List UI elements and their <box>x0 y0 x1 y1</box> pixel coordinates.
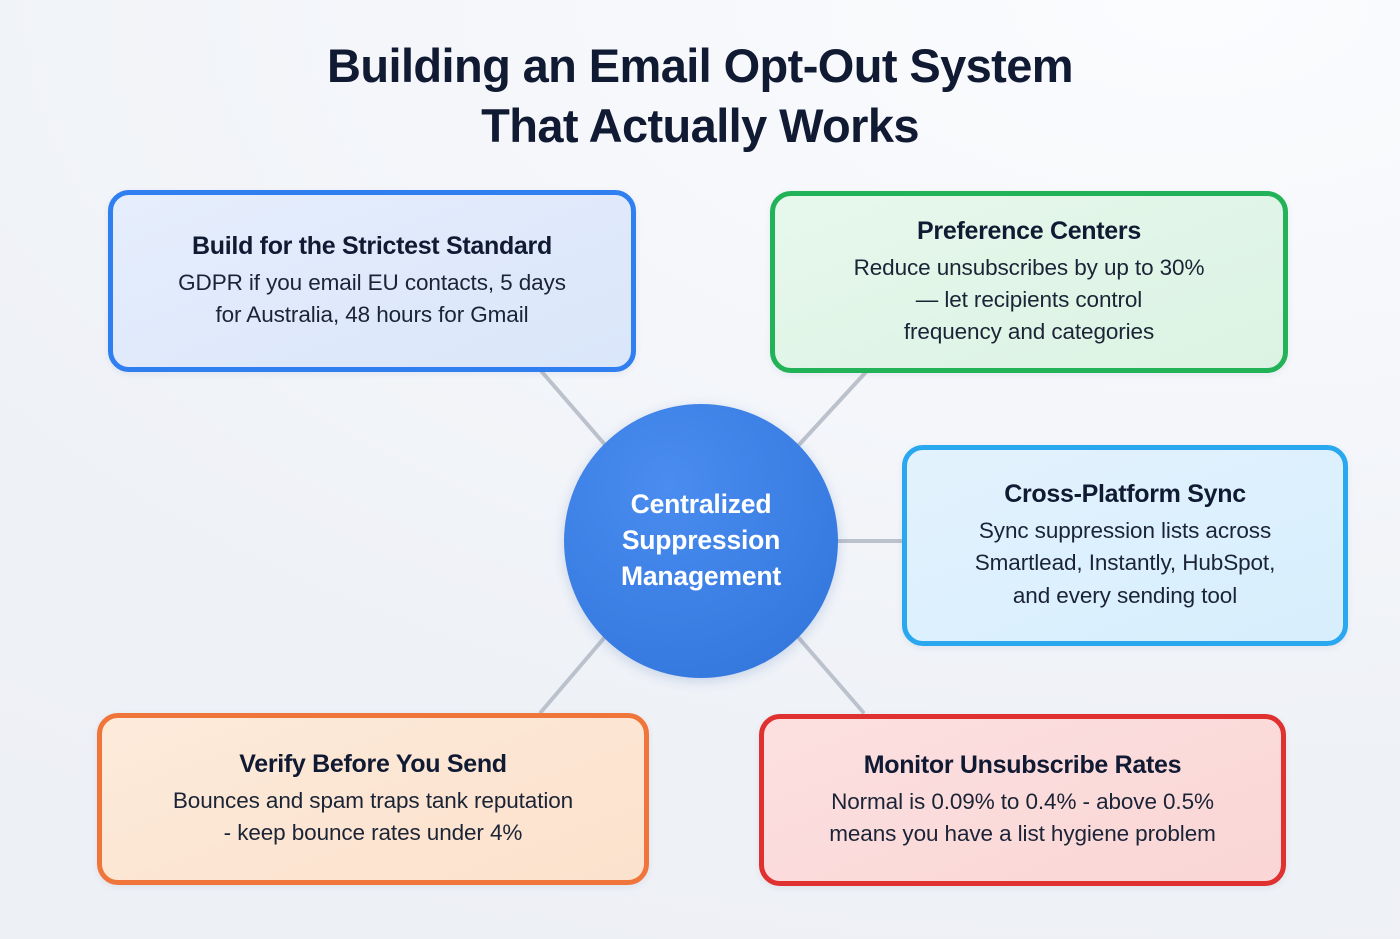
card-preference-centers[interactable]: Preference Centers Reduce unsubscribes b… <box>770 191 1288 373</box>
card-title: Monitor Unsubscribe Rates <box>863 750 1182 779</box>
center-node-label: Centralized Suppression Management <box>621 489 781 591</box>
connector-to-verify-before-send <box>539 635 607 714</box>
card-body: Reduce unsubscribes by up to 30% — let r… <box>853 254 1205 345</box>
card-monitor-unsub-rates[interactable]: Monitor Unsubscribe Rates Normal is 0.09… <box>759 714 1286 886</box>
card-body: Sync suppression lists across Smartlead,… <box>974 518 1276 608</box>
connector-to-strictest-standard <box>540 370 609 449</box>
connector-to-monitor-unsub-rates <box>796 635 865 714</box>
card-cross-platform-sync[interactable]: Cross-Platform Sync Sync suppression lis… <box>902 445 1348 646</box>
center-node-centralized-suppression-management[interactable]: Centralized Suppression Management <box>564 404 838 678</box>
card-body: GDPR if you email EU contacts, 5 days fo… <box>178 269 566 327</box>
card-body: Bounces and spam traps tank reputation -… <box>172 787 574 845</box>
card-verify-before-send[interactable]: Verify Before You Send Bounces and spam … <box>97 713 649 885</box>
card-title: Cross-Platform Sync <box>1004 480 1246 509</box>
page-title: Building an Email Opt-Out System That Ac… <box>327 39 1074 153</box>
connector-to-preference-centers <box>795 370 868 449</box>
card-title: Preference Centers <box>917 216 1141 245</box>
card-title: Verify Before You Send <box>239 749 507 778</box>
card-title: Build for the Strictest Standard <box>192 231 552 260</box>
card-strictest-standard[interactable]: Build for the Strictest Standard GDPR if… <box>108 190 636 372</box>
card-body: Normal is 0.09% to 0.4% - above 0.5% mea… <box>829 788 1216 846</box>
